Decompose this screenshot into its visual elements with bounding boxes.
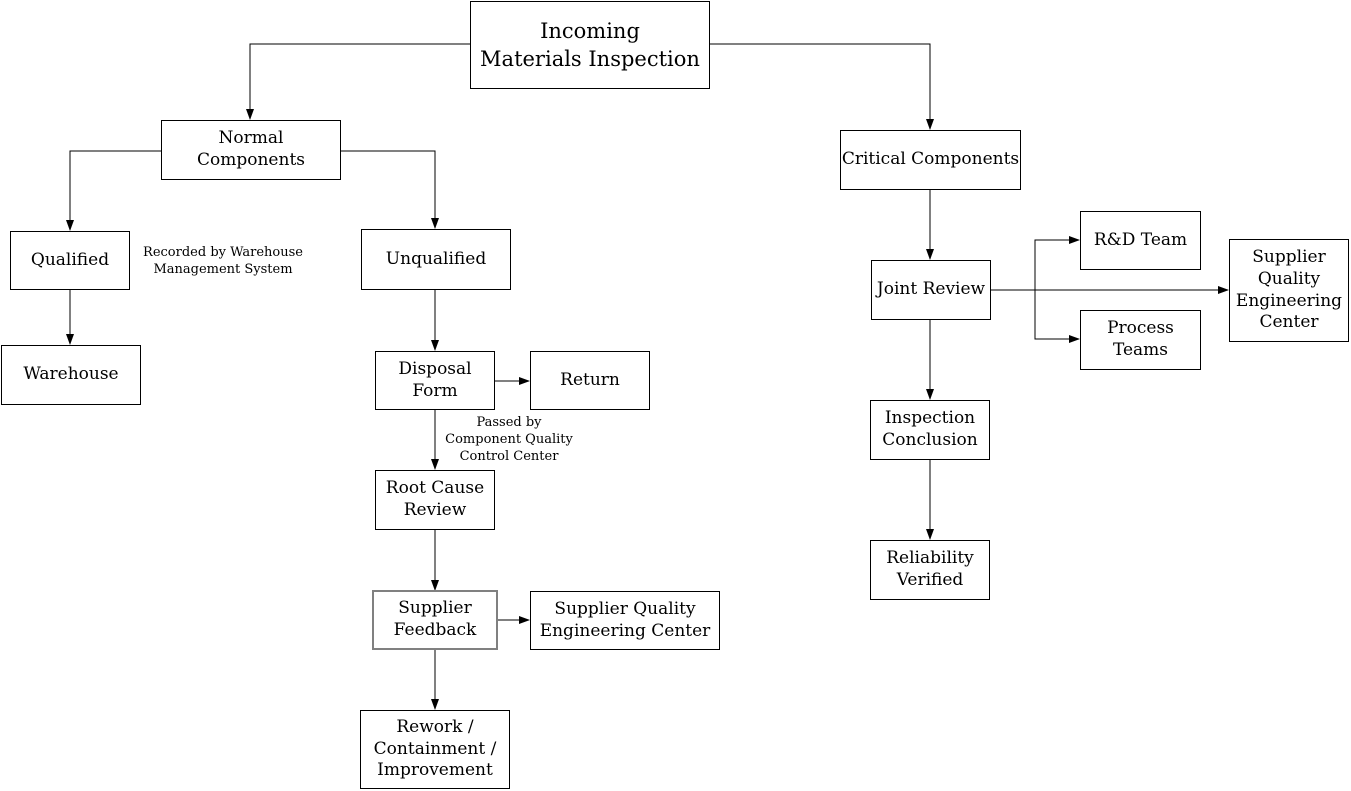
node-joint-review: Joint Review [871, 260, 991, 320]
annotation-recorded-by-warehouse: Recorded by Warehouse Management System [143, 245, 303, 277]
edge-normal-to-unqualified [341, 150, 439, 229]
node-qualified: Qualified [10, 231, 130, 290]
edge-title-to-critical [710, 43, 934, 130]
node-joint-review-label: Joint Review [876, 279, 986, 300]
node-process-teams-label: Process Teams [1107, 318, 1174, 360]
node-process-teams: Process Teams [1080, 310, 1201, 370]
node-rework-containment-improvement-label: Rework / Containment / Improvement [373, 716, 497, 781]
node-warehouse: Warehouse [1, 345, 141, 405]
node-disposal-form-label: Disposal Form [398, 358, 472, 401]
node-unqualified-label: Unqualified [385, 248, 487, 269]
node-critical-components-label: Critical Components [841, 149, 1020, 170]
node-inspection-conclusion: Inspection Conclusion [870, 400, 990, 460]
node-root-cause-review: Root Cause Review [375, 470, 495, 530]
node-return: Return [530, 351, 650, 410]
node-rd-team: R&D Team [1080, 211, 1201, 270]
node-return-label: Return [560, 369, 620, 390]
node-warehouse-label: Warehouse [23, 364, 119, 385]
node-inspection-conclusion-label: Inspection Conclusion [882, 408, 978, 450]
node-incoming-materials-inspection: Incoming Materials Inspection [470, 1, 710, 89]
node-reliability-verified: Reliability Verified [870, 540, 990, 600]
node-qualified-label: Qualified [30, 249, 110, 270]
edge-normal-to-qualified [66, 150, 161, 231]
node-supplier-feedback: Supplier Feedback [372, 590, 498, 650]
node-incoming-materials-inspection-label: Incoming Materials Inspection [480, 18, 700, 71]
edge-title-to-normal [246, 43, 470, 120]
node-unqualified: Unqualified [361, 229, 511, 290]
node-root-cause-review-label: Root Cause Review [385, 478, 485, 520]
node-supplier-quality-engineering-center-left-label: Supplier Quality Engineering Center [539, 598, 711, 641]
node-critical-components: Critical Components [840, 130, 1021, 190]
node-normal-components-label: Normal Components [197, 128, 305, 170]
edge-jointreview-to-processteams [1034, 290, 1080, 343]
node-rd-team-label: R&D Team [1093, 229, 1188, 250]
node-disposal-form: Disposal Form [375, 351, 495, 410]
node-supplier-quality-engineering-center-left: Supplier Quality Engineering Center [530, 591, 720, 650]
node-reliability-verified-label: Reliability Verified [886, 548, 974, 590]
node-rework-containment-improvement: Rework / Containment / Improvement [360, 710, 510, 789]
node-supplier-feedback-label: Supplier Feedback [393, 598, 477, 640]
node-supplier-quality-engineering-center-right: Supplier Quality Engineering Center [1229, 239, 1349, 342]
node-supplier-quality-engineering-center-right-label: Supplier Quality Engineering Center [1235, 247, 1343, 333]
edge-jointreview-to-rdteam [1034, 236, 1080, 290]
annotation-passed-by-component-quality: Passed by Component Quality Control Cent… [445, 415, 573, 464]
node-normal-components: Normal Components [161, 120, 341, 180]
